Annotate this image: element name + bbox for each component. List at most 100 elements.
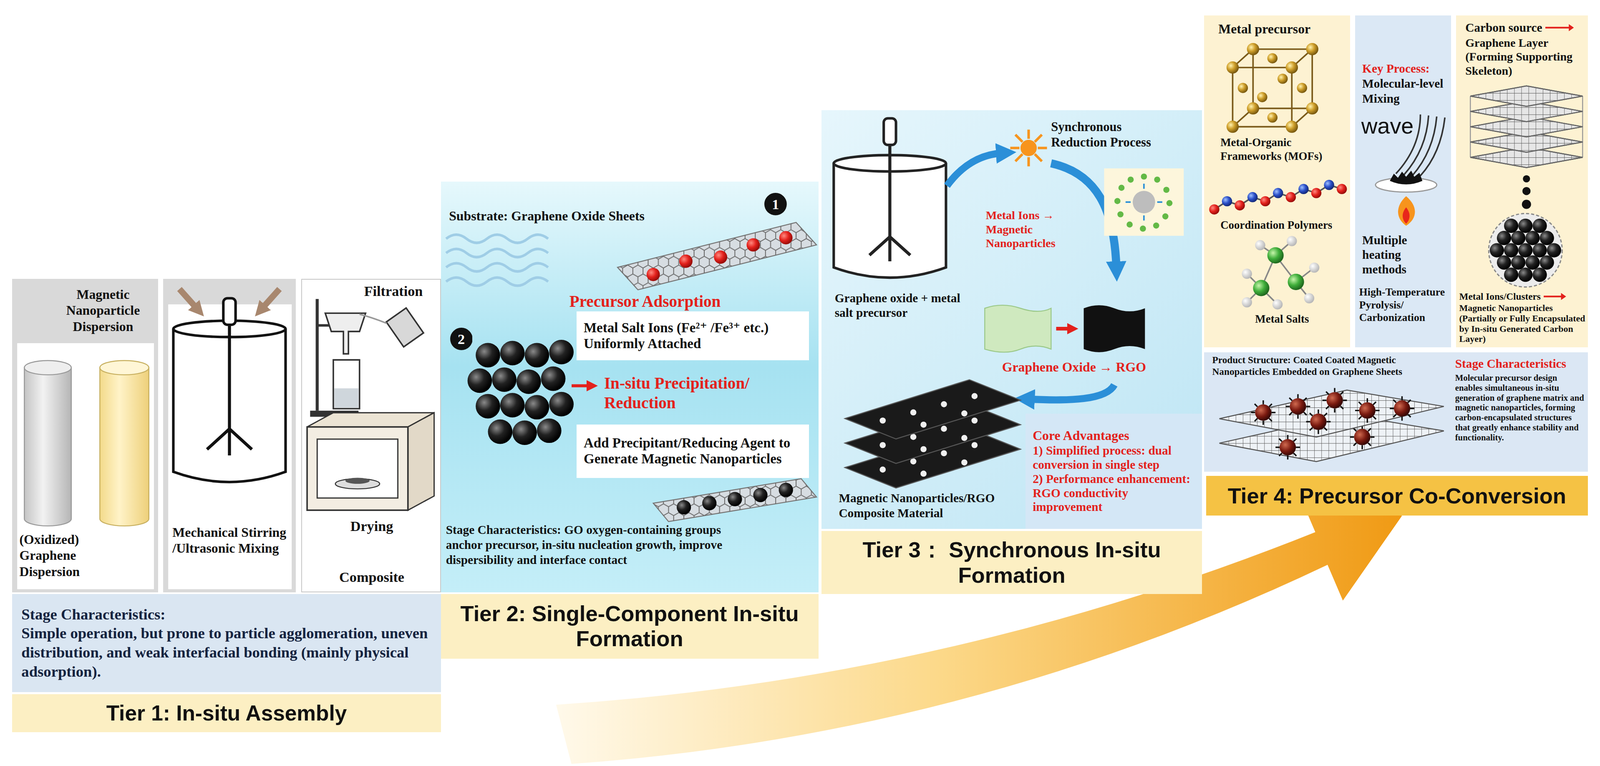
filtration-drying-illustration (302, 279, 441, 592)
text-slot: Drying (307, 517, 437, 535)
red-arrow (1543, 291, 1567, 302)
label-text: Precursor Adsorption (569, 291, 784, 312)
text-slot: Precursor Adsorption (569, 291, 784, 312)
label-text: Substrate: Graphene Oxide Sheets (448, 208, 745, 225)
label-text: Molecular precursor design enables simul… (1455, 372, 1586, 443)
text-slot: Substrate: Graphene Oxide Sheets (448, 208, 745, 225)
tier-label-bar: Tier 2: Single-Component In-situ Formati… (440, 593, 819, 658)
carbon-source-panel: Carbon sourceGraphene Layer (Forming Sup… (1456, 15, 1588, 348)
text-slot: (Oxidized) Graphene Dispersion (19, 531, 106, 580)
text-slot: Stage Characteristics: GO oxygen-contain… (445, 522, 753, 567)
label-text: Synchronous Reduction Process (1050, 119, 1179, 150)
label-text: Composite (307, 568, 437, 586)
box-text: Stage Characteristics: (21, 604, 166, 624)
advantages-box: Core Advantages1) Simplified process: du… (1025, 413, 1202, 529)
text-slot: Composite (307, 568, 437, 586)
text-slot: Metal-Organic Frameworks (MOFs) (1220, 135, 1333, 163)
text-slot: Key Process: (1362, 61, 1448, 76)
label-text: Key Process: (1362, 61, 1448, 76)
label-text: Coordination Polymers (1220, 218, 1349, 232)
red-arrow-head (1561, 292, 1567, 300)
text-slot: Synchronous Reduction Process (1050, 119, 1179, 150)
label-text: Metal-Organic Frameworks (MOFs) (1220, 135, 1333, 163)
box-text: Add Precipitant/Reducing Agent to Genera… (583, 435, 802, 467)
red-arrow-shaft (1545, 26, 1571, 29)
label-text: (Oxidized) Graphene Dispersion (19, 531, 106, 580)
callout-circle-shape (764, 192, 787, 216)
label-text: Filtration (364, 282, 438, 300)
label-text: Metal Salts (1254, 312, 1347, 326)
text-slot: Magnetic Nanoparticle Dispersion (52, 286, 154, 335)
text-slot: Stage Characteristics (1455, 356, 1586, 371)
text-slot: Product Structure: Coated Coated Magneti… (1212, 354, 1446, 378)
box-text: 2) Performance enhancement: RGO conducti… (1032, 471, 1195, 515)
box-text: Simple operation, but prone to particle … (21, 623, 432, 681)
box-text: 1) Simplified process: dual conversion i… (1032, 443, 1195, 472)
label-text: wave (1361, 112, 1415, 140)
text-slot: Graphene Layer (Forming Supporting Skele… (1465, 35, 1586, 79)
text-slot: Filtration (364, 282, 438, 300)
tier3-panel: Graphene oxide + metal salt precursor Syn… (821, 110, 1202, 529)
text-slot: Magnetic Nanoparticles (Partially or Ful… (1458, 302, 1586, 345)
label-text: Graphene Layer (Forming Supporting Skele… (1465, 35, 1586, 79)
metal-precursor-panel: Metal precursorMetal-Organic Frameworks … (1204, 15, 1351, 348)
text-slot: Coordination Polymers (1220, 218, 1349, 232)
label-text: Magnetic Nanoparticle Dispersion (52, 286, 154, 335)
text-slot: Molecular-level Mixing (1362, 76, 1448, 106)
label-text: Stage Characteristics (1455, 356, 1586, 371)
label-text: Graphene Oxide → RGO (1002, 359, 1171, 376)
text-slot: Metal Salts (1254, 312, 1347, 326)
tier-label-bar: Tier 1: In-situ Assembly (12, 693, 441, 732)
key-process-panel: Key Process:Molecular-level Mixing waveMu… (1355, 15, 1452, 348)
box-text: Metal Salt Ions (Fe²⁺ /Fe³⁺ etc.) Unifor… (583, 320, 802, 352)
text-slot: High-Temperature Pyrolysis/ Carbonizatio… (1359, 285, 1451, 325)
label-text: Metal Ions/Clusters (1458, 290, 1572, 303)
label-text: Stage Characteristics: GO oxygen-contain… (445, 522, 753, 567)
callout-number: 1 (764, 192, 787, 216)
text-slot: Metal precursor (1218, 21, 1346, 38)
label-text: Product Structure: Coated Coated Magneti… (1212, 354, 1446, 378)
metal-precursor-illustration (1204, 15, 1351, 348)
callout-circle-shape (450, 327, 473, 351)
text-slot: Multiple heating methods (1362, 232, 1448, 278)
text-slot: Molecular precursor design enables simul… (1455, 372, 1586, 443)
label-text: Mechanical Stirring /Ultrasonic Mixing (172, 524, 291, 557)
text-slot: Graphene Oxide → RGO (1002, 359, 1171, 376)
mixing-panel: Mechanical Stirring /Ultrasonic Mixing (163, 278, 296, 593)
text-slot: Carbon source (1465, 20, 1578, 36)
text-slot: In-situ Precipitation/ Reduction (604, 373, 793, 413)
red-arrow-head (1568, 23, 1574, 31)
label-text: Graphene oxide + metal salt precursor (834, 290, 973, 320)
red-arrow (1545, 22, 1574, 33)
box-text: Tier 4: Precursor Co-Conversion (1227, 482, 1567, 509)
stage-characteristics-box: Stage Characteristics:Simple operation, … (12, 593, 441, 692)
tier-label-bar: Tier 4: Precursor Co-Conversion (1206, 475, 1588, 516)
filtration-drying-panel: FiltrationDryingComposite (301, 278, 441, 593)
label-text: Magnetic Nanoparticles/RGO Composite Mat… (838, 490, 1021, 520)
text-slot: Metal Ions → Magnetic Nanoparticles (985, 208, 1094, 251)
text-slot: wave (1361, 112, 1415, 140)
product-structure-panel: Product Structure: Coated Coated Magneti… (1204, 352, 1588, 472)
box-text: Tier 1: In-situ Assembly (106, 700, 348, 726)
red-arrow-shaft (1543, 295, 1563, 298)
process-box: Add Precipitant/Reducing Agent to Genera… (576, 424, 810, 478)
text-slot: Magnetic Nanoparticles/RGO Composite Mat… (838, 490, 1021, 520)
box-text: Core Advantages (1032, 427, 1130, 444)
label-text: High-Temperature Pyrolysis/ Carbonizatio… (1359, 285, 1451, 325)
tier-label-bar: Tier 3： Synchronous In-situ Formation (821, 530, 1202, 595)
text-slot: Graphene oxide + metal salt precursor (834, 290, 973, 320)
box-text: Tier 2: Single-Component In-situ Formati… (448, 600, 811, 652)
tier2-panel: Substrate: Graphene Oxide SheetsPrecurso… (440, 181, 819, 592)
text-slot: Mechanical Stirring /Ultrasonic Mixing (172, 524, 291, 557)
callout-number: 1 (771, 196, 779, 212)
label-text: Magnetic Nanoparticles (Partially or Ful… (1458, 302, 1586, 345)
dispersion-panel: Magnetic Nanoparticle Dispersion (Oxidize… (12, 278, 159, 593)
label-text: In-situ Precipitation/ Reduction (604, 373, 793, 413)
callout-number: 2 (457, 331, 465, 346)
label-text: Metal precursor (1218, 21, 1346, 38)
label-text: Drying (307, 517, 437, 535)
label-text: Carbon source (1465, 20, 1578, 36)
text-slot: Metal Ions/Clusters (1458, 290, 1572, 303)
box-text: Tier 3： Synchronous In-situ Formation (829, 536, 1194, 588)
callout-number: 2 (450, 327, 473, 351)
